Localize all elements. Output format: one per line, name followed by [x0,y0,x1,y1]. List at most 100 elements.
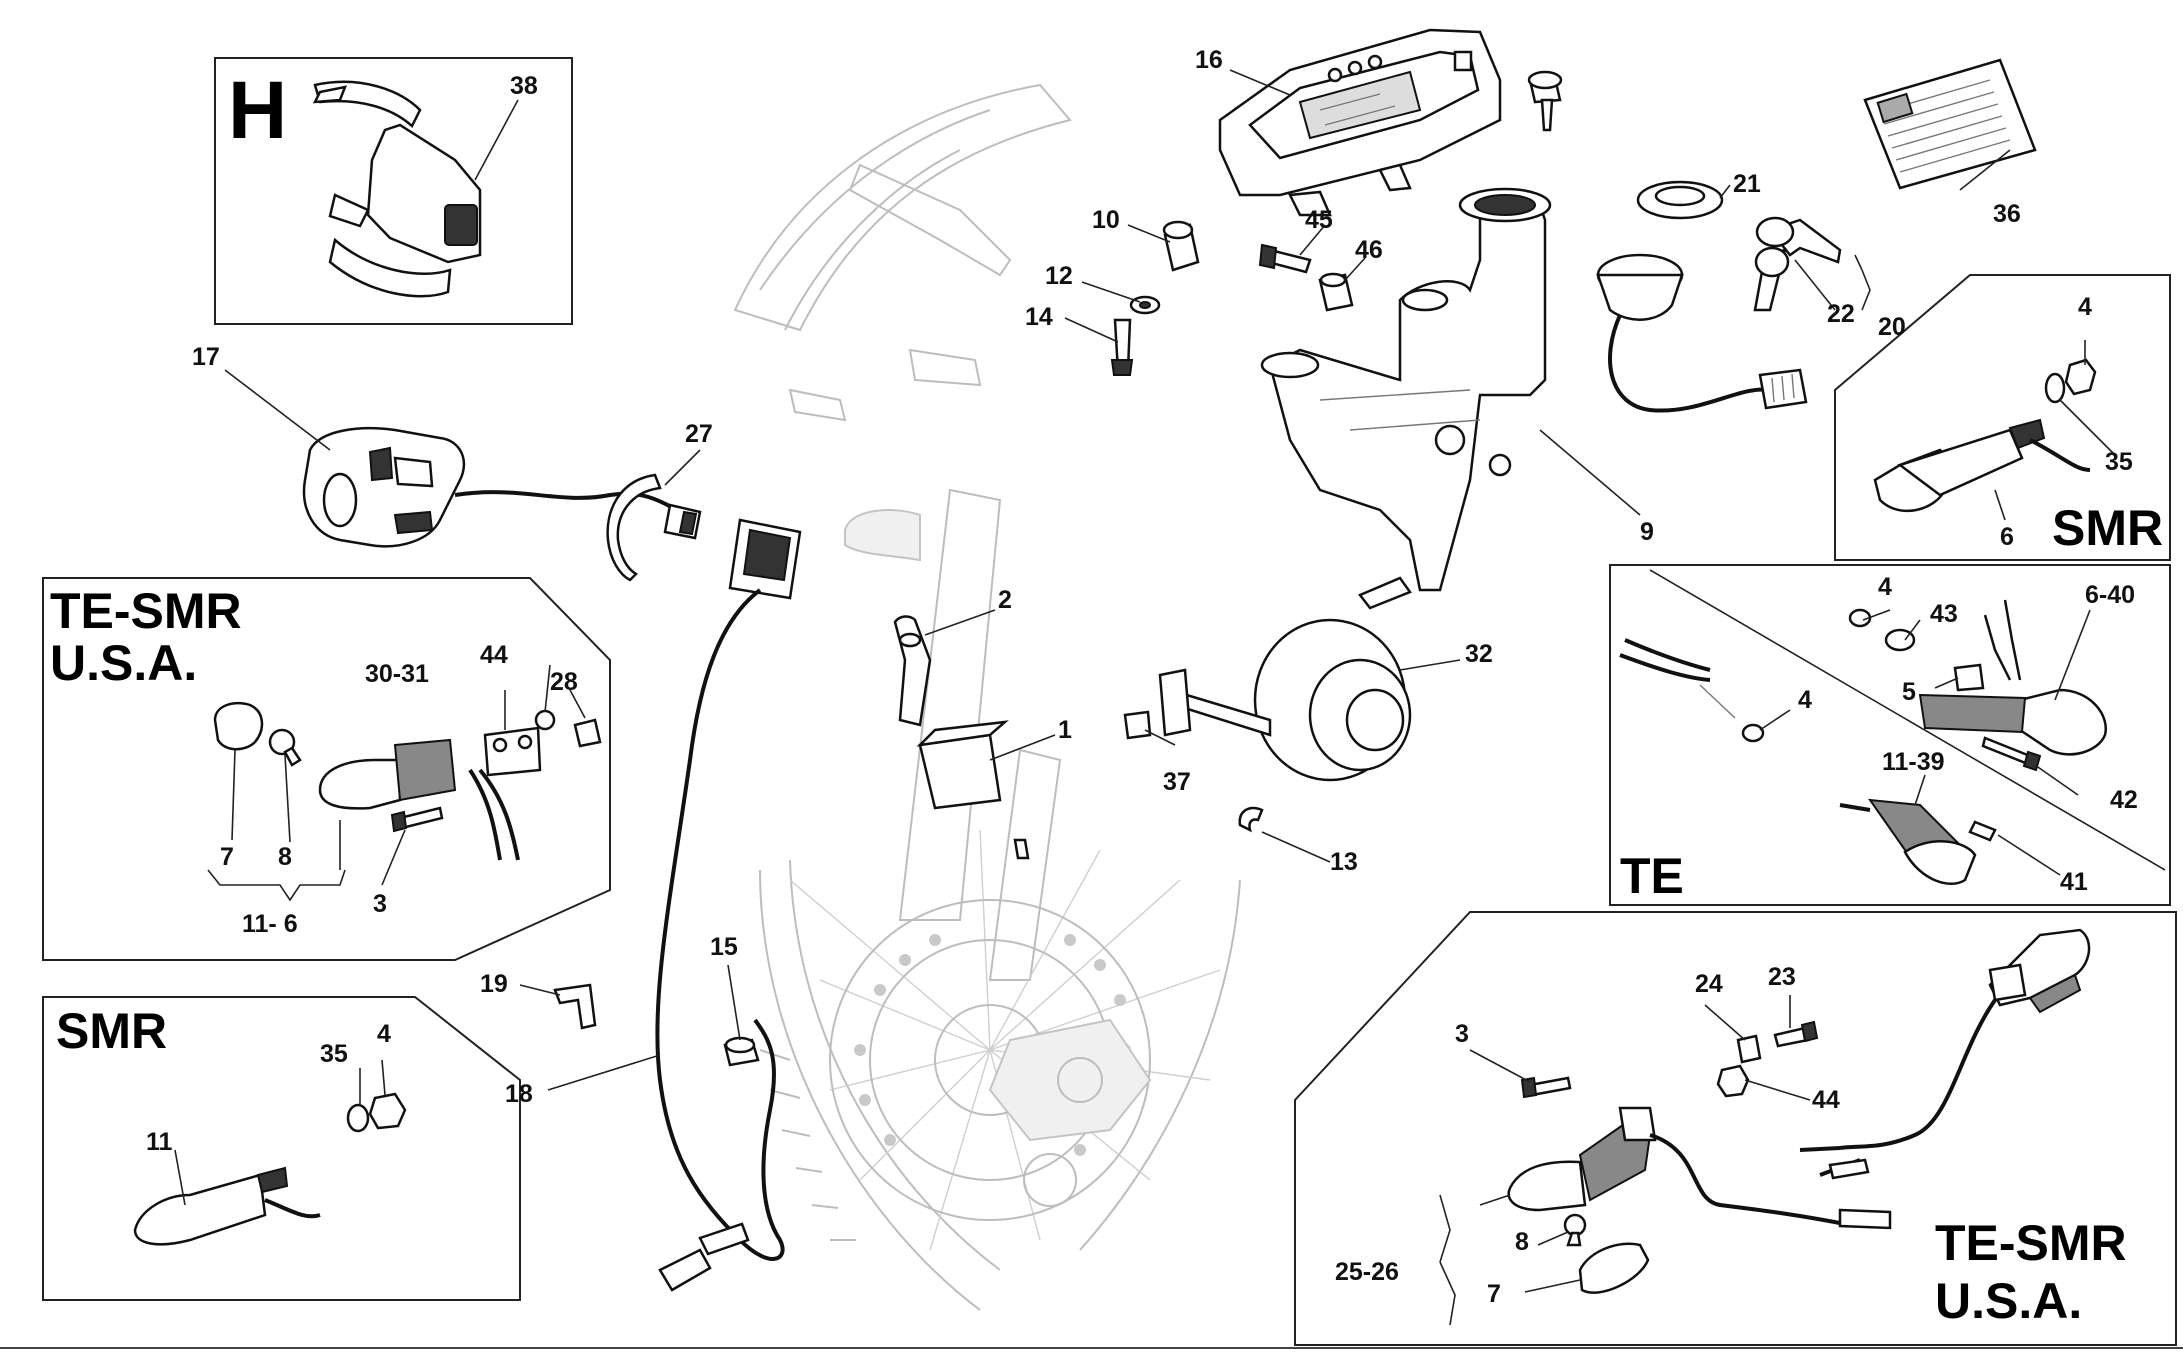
frame-te-smr-usa-left [42,577,611,961]
part-22-keys [1753,216,1842,312]
callout-4-te-a: 4 [1878,573,1892,601]
frame-te-smr-usa-right [1294,911,2177,1346]
region-title-te-smr-usa-left-line1: TE-SMR [50,583,242,639]
part-37-spacer [1123,710,1152,740]
callout-21: 21 [1733,170,1761,198]
callout-9: 9 [1640,518,1654,546]
part-3-screw-usa-right [1520,1076,1572,1099]
part-44-nut-usa-right [1716,1064,1750,1098]
part-44-nut-usa-left [534,709,556,731]
callout-11-6: 11- 6 [242,910,298,938]
part-14-screw [1110,318,1134,376]
region-title-te-smr-usa-left-line2: U.S.A. [50,635,197,691]
callout-6-40: 6-40 [2085,581,2135,609]
part-41-screw [1968,820,1997,842]
part-12-washer [1129,295,1161,315]
part-35-washer-smr [2044,372,2066,404]
callout-42: 42 [2110,786,2138,814]
callout-27: 27 [685,420,713,448]
part-42-screw [1981,736,2042,772]
callout-22: 22 [1827,300,1855,328]
callout-35-smr-left: 35 [320,1040,348,1068]
part-43-grommet [1884,628,1916,652]
callout-20: 20 [1878,313,1906,341]
callout-44-usa-left: 44 [480,641,508,669]
callout-7-usa-left: 7 [220,843,234,871]
part-15-grommet [723,1036,760,1067]
callout-1: 1 [1058,716,1072,744]
part-24-bushing [1736,1034,1762,1064]
frame-smr-right [1834,274,2171,561]
callout-45: 45 [1305,206,1333,234]
part-25-26-indicator-usa-right [1507,1106,1892,1230]
part-23-screw [1773,1020,1819,1048]
part-7-lens-usa-right [1578,1242,1650,1294]
part-7-lens-usa-left [213,701,264,751]
callout-30-31: 30-31 [365,660,429,688]
te-wire-connectors [1619,638,1736,719]
callout-18: 18 [505,1080,533,1108]
part-4-nut-smr-left [368,1092,407,1130]
callout-3-usa-right: 3 [1455,1020,1469,1048]
region-title-te: TE [1620,848,1684,904]
part-32-horn [1158,576,1412,782]
region-title-te-smr-usa-right-line2: U.S.A. [1935,1273,2082,1329]
part-8-bulb-usa-right [1563,1213,1587,1247]
part-13-clip [1238,806,1264,833]
part-35-washer-smr-left [346,1103,370,1133]
part-8-bulb-usa-left [268,728,302,767]
callout-24: 24 [1695,970,1723,998]
part-indicator-usa-right-top [1799,928,2091,1180]
part-30-31-bracket [483,726,542,777]
callout-35-smr: 35 [2105,448,2133,476]
callout-17: 17 [192,343,220,371]
callout-23: 23 [1768,963,1796,991]
region-title-te-smr-usa-left: TE-SMR U.S.A. [50,583,256,691]
part-4-nut-smr [2064,358,2097,396]
part-36-instruction-sheet [1863,58,2037,190]
part-45-bolt [1258,243,1312,274]
callout-2: 2 [998,586,1012,614]
region-title-smr-right: SMR [2052,500,2163,556]
ghosted-front-wheel-assembly [733,83,1241,1311]
callout-labels: 38 17 27 16 10 12 14 45 46 21 22 20 36 9… [146,46,2138,1308]
callout-7-usa-right: 7 [1487,1280,1501,1308]
frame-smr-left [42,996,521,1301]
callout-8-usa-left: 8 [278,843,292,871]
callout-14: 14 [1025,303,1053,331]
callout-13: 13 [1330,848,1358,876]
bolt-top-bracket [1527,70,1563,132]
part-6-40-turn-indicator-te [1918,599,2108,756]
part-27-cable-tie [606,473,662,582]
callout-8-usa-right: 8 [1515,1228,1529,1256]
part-6-turn-indicator-smr [1873,418,2091,513]
part-11-6-indicator-usa-left [318,738,520,861]
part-18-wiring-harness [655,518,802,1292]
callout-37: 37 [1163,768,1191,796]
region-title-te-smr-usa-right: TE-SMR U.S.A. [1935,1215,2141,1329]
part-3-screw-usa-left [390,806,444,833]
part-10-bushing [1162,220,1200,272]
callout-44-usa-right: 44 [1812,1086,1840,1114]
part-5-spacer [1953,663,1985,692]
callout-11-39: 11-39 [1882,748,1945,776]
part-2-bracket [893,615,932,727]
callout-32: 32 [1465,640,1493,668]
part-9-instrument-bracket [1260,187,1552,592]
frame-h [214,57,573,325]
callout-16: 16 [1195,46,1223,74]
callout-25-26: 25-26 [1335,1258,1399,1286]
region-title-h: H [228,65,287,156]
part-21-lock-ring [1636,180,1724,220]
part-28-bushing [573,718,602,748]
part-20-ignition-switch [1596,253,1808,413]
frame-te [1609,564,2171,906]
region-title-smr-left: SMR [56,1003,167,1059]
callout-43: 43 [1930,600,1958,628]
callout-10: 10 [1092,206,1120,234]
callout-11-smr-left: 11 [146,1128,173,1156]
callout-4-smr-left: 4 [377,1020,391,1048]
callout-4-te-b: 4 [1798,686,1812,714]
part-38-switch-strap [312,80,482,298]
